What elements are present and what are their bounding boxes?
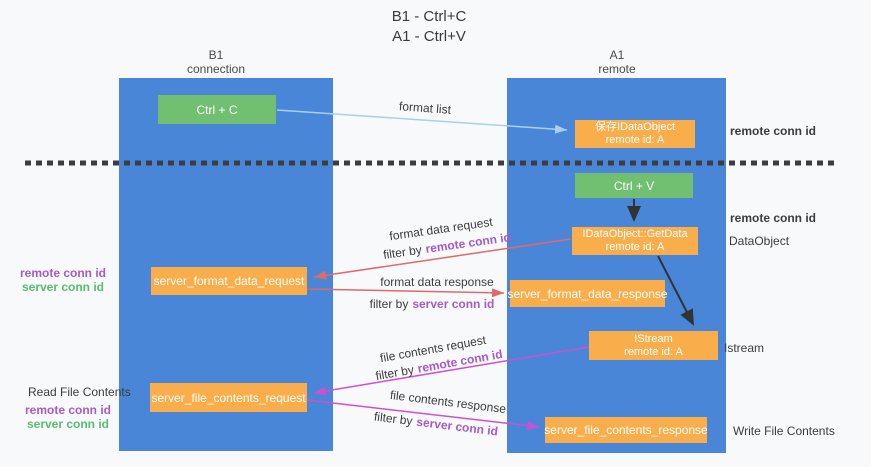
filter-by-server-conn-id-label-2: filter by server conn id (373, 409, 498, 438)
lane-header-a1: A1 remote (598, 48, 635, 76)
lane-header-b1: B1 connection (187, 48, 245, 76)
save-idataobject-line1: 保存IDataObject (594, 121, 676, 133)
istream-line2: remote id: A (624, 345, 683, 358)
right-remote-conn-id-label-1: remote conn id (730, 124, 817, 138)
left-server-conn-id-label-2: server conn id (26, 417, 110, 431)
file-contents-response-label: file contents response (389, 387, 507, 417)
lane-a1-title: A1 (609, 48, 625, 62)
lane-b1-subtitle: connection (186, 62, 246, 76)
lane-a1-subtitle: remote (598, 62, 636, 76)
server-conn-id-text: server conn id (412, 297, 495, 311)
left-conn-id-group-2: remote conn id server conn id (25, 403, 111, 431)
server-file-contents-response-label: server_file_contents_response (544, 423, 708, 437)
ctrl-c-label: Ctrl + C (196, 102, 238, 117)
format-list-label: format list (398, 99, 452, 117)
node-server-format-data-request: server_format_data_request (151, 267, 307, 295)
dataobject-label: DataObject (729, 234, 790, 248)
title-line-1: B1 - Ctrl+C (391, 8, 467, 25)
filter-by-text: filter by (382, 242, 423, 262)
server-conn-id-text: server conn id (415, 414, 499, 439)
node-server-format-data-response: server_format_data_response (507, 280, 668, 307)
node-server-file-contents-request: server_file_contents_request (150, 383, 307, 412)
left-conn-id-group-1: remote conn id server conn id (20, 266, 106, 294)
right-remote-conn-id-label-2: remote conn id (730, 211, 817, 225)
node-ctrl-c: Ctrl + C (158, 95, 276, 124)
node-save-idataobject: 保存IDataObject remote id: A (575, 120, 695, 148)
read-file-contents-label: Read File Contents (28, 385, 131, 399)
left-remote-conn-id-label-2: remote conn id (24, 403, 112, 417)
node-istream: IStream remote id: A (589, 331, 718, 360)
node-server-file-contents-response: server_file_contents_response (544, 417, 708, 443)
filter-by-server-conn-id-label: filter by server conn id (370, 297, 495, 311)
node-ctrl-v: Ctrl + V (575, 173, 693, 198)
write-file-contents-label: Write File Contents (733, 424, 835, 438)
getdata-line2: remote id: A (605, 241, 665, 253)
server-format-data-request-label: server_format_data_request (153, 274, 305, 288)
node-idataobject-getdata: IDataObject::GetData remote id: A (572, 227, 698, 255)
save-idataobject-line2: remote id: A (605, 134, 665, 146)
format-data-response-label: format data response (380, 275, 494, 289)
ctrl-v-label: Ctrl + V (613, 178, 655, 193)
istream-line1: IStream (634, 332, 673, 345)
server-format-data-response-label: server_format_data_response (507, 286, 668, 301)
lane-b1-title: B1 (208, 48, 224, 62)
server-file-contents-request-label: server_file_contents_request (151, 390, 306, 405)
format-data-response-arrow (306, 288, 505, 298)
getdata-line1: IDataObject::GetData (582, 228, 688, 240)
diagram-title: B1 - Ctrl+C A1 - Ctrl+V (392, 7, 467, 47)
left-remote-conn-id-label-1: remote conn id (19, 266, 107, 280)
filter-by-text: filter by (369, 297, 409, 311)
filter-by-text: filter by (373, 409, 414, 429)
title-line-2: A1 - Ctrl+V (392, 28, 466, 45)
filter-by-text: filter by (374, 362, 415, 384)
left-server-conn-id-label-1: server conn id (21, 280, 105, 294)
istream-label: Istream (724, 341, 765, 355)
